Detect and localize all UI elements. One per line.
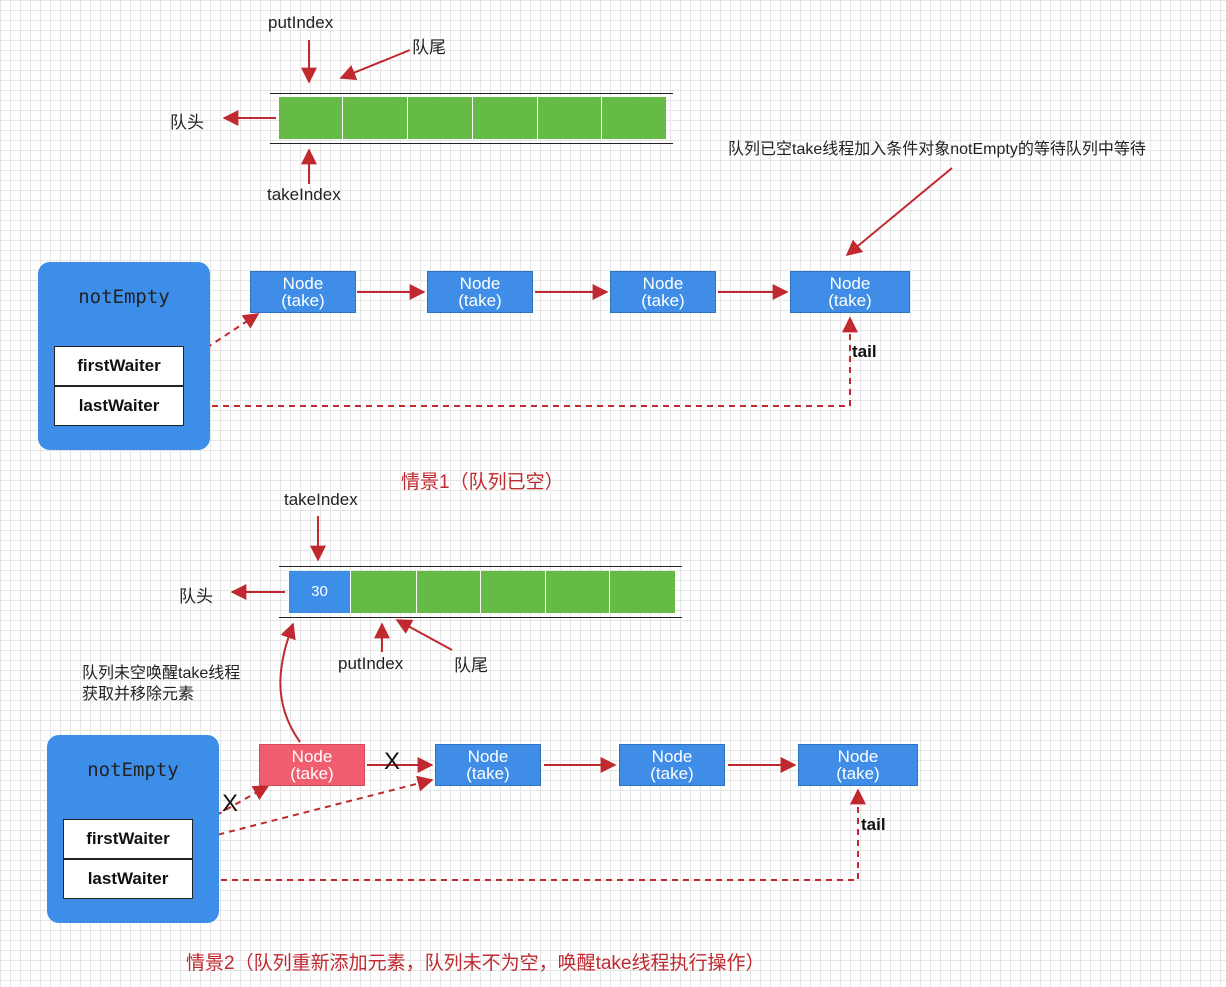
queue-head-label-2: 队头 <box>179 587 213 606</box>
scene-1-title: 情景1（队列已空） <box>401 472 564 493</box>
node-label: Node <box>459 274 501 293</box>
tail-label-2: tail <box>861 815 886 834</box>
node-label: Node <box>829 274 871 293</box>
waiter-node: Node (take) <box>435 744 541 786</box>
take-index-label: takeIndex <box>267 185 341 204</box>
waiter-node: Node (take) <box>798 744 918 786</box>
queue-cell <box>408 97 473 139</box>
node-label: Node <box>282 274 324 293</box>
queue-cell <box>602 97 666 139</box>
queue-bottom-rail <box>270 143 673 144</box>
tail-label: tail <box>852 342 877 361</box>
first-waiter-field: firstWaiter <box>63 819 193 859</box>
queue-tail-arrow-2 <box>395 619 453 651</box>
last-waiter-link <box>212 316 858 407</box>
node-mode: (take) <box>281 291 325 310</box>
queue-cell <box>417 571 481 613</box>
queue-bottom-rail-2 <box>279 617 682 618</box>
queue-head-label: 队头 <box>170 113 204 132</box>
waiter-node: Node (take) <box>427 271 533 313</box>
queue-cell <box>473 97 538 139</box>
queue-top-rail-2 <box>279 566 682 567</box>
put-index-label: putIndex <box>268 13 334 32</box>
queue-cell <box>279 97 343 139</box>
note-arrow <box>845 167 953 257</box>
queue-cell <box>481 571 546 613</box>
condition-not-empty: notEmpty firstWaiter lastWaiter <box>38 262 210 450</box>
empty-queue-note: 队列已空take线程加入条件对象notEmpty的等待队列中等待 <box>728 141 1146 158</box>
removed-node: Node (take) <box>259 744 365 786</box>
queue-tail-label: 队尾 <box>412 38 446 57</box>
queue-cell-filled: 30 <box>289 571 351 613</box>
queue-cell <box>343 97 408 139</box>
queue-cell <box>610 571 675 613</box>
last-waiter-link-2 <box>221 788 866 881</box>
queue-cell <box>538 97 602 139</box>
node-mode: (take) <box>290 764 334 783</box>
last-waiter-field: lastWaiter <box>63 859 193 899</box>
first-waiter-field: firstWaiter <box>54 346 184 386</box>
queue-tail-arrow <box>339 49 411 80</box>
condition-name: notEmpty <box>78 286 170 308</box>
node-label: Node <box>837 747 879 766</box>
dequeue-arrow <box>279 622 301 743</box>
node-mode: (take) <box>650 764 694 783</box>
condition-name: notEmpty <box>87 759 179 781</box>
node-label: Node <box>291 747 333 766</box>
node-mode: (take) <box>458 291 502 310</box>
waiter-node: Node (take) <box>250 271 356 313</box>
broken-link-mark: X <box>384 748 401 775</box>
wake-note-line-1: 队列未空唤醒take线程 <box>82 665 241 682</box>
queue-top-rail <box>270 93 673 94</box>
broken-link-mark: X <box>222 790 239 817</box>
condition-not-empty-2: notEmpty firstWaiter lastWaiter <box>47 735 219 923</box>
first-waiter-new-link <box>196 775 434 841</box>
put-index-label-2: putIndex <box>338 654 404 673</box>
queue-cell <box>351 571 417 613</box>
take-index-label-2: takeIndex <box>284 490 358 509</box>
queue-cell <box>546 571 610 613</box>
waiter-node: Node (take) <box>619 744 725 786</box>
waiter-node: Node (take) <box>610 271 716 313</box>
scene-2-title: 情景2（队列重新添加元素，队列未不为空，唤醒take线程执行操作） <box>186 953 765 974</box>
node-label: Node <box>642 274 684 293</box>
node-mode: (take) <box>828 291 872 310</box>
node-mode: (take) <box>641 291 685 310</box>
node-mode: (take) <box>466 764 510 783</box>
waiter-node: Node (take) <box>790 271 910 313</box>
last-waiter-field: lastWaiter <box>54 386 184 426</box>
wake-note-line-2: 获取并移除元素 <box>82 686 195 703</box>
node-label: Node <box>651 747 693 766</box>
node-label: Node <box>467 747 509 766</box>
queue-tail-label-2: 队尾 <box>454 656 488 675</box>
node-mode: (take) <box>836 764 880 783</box>
